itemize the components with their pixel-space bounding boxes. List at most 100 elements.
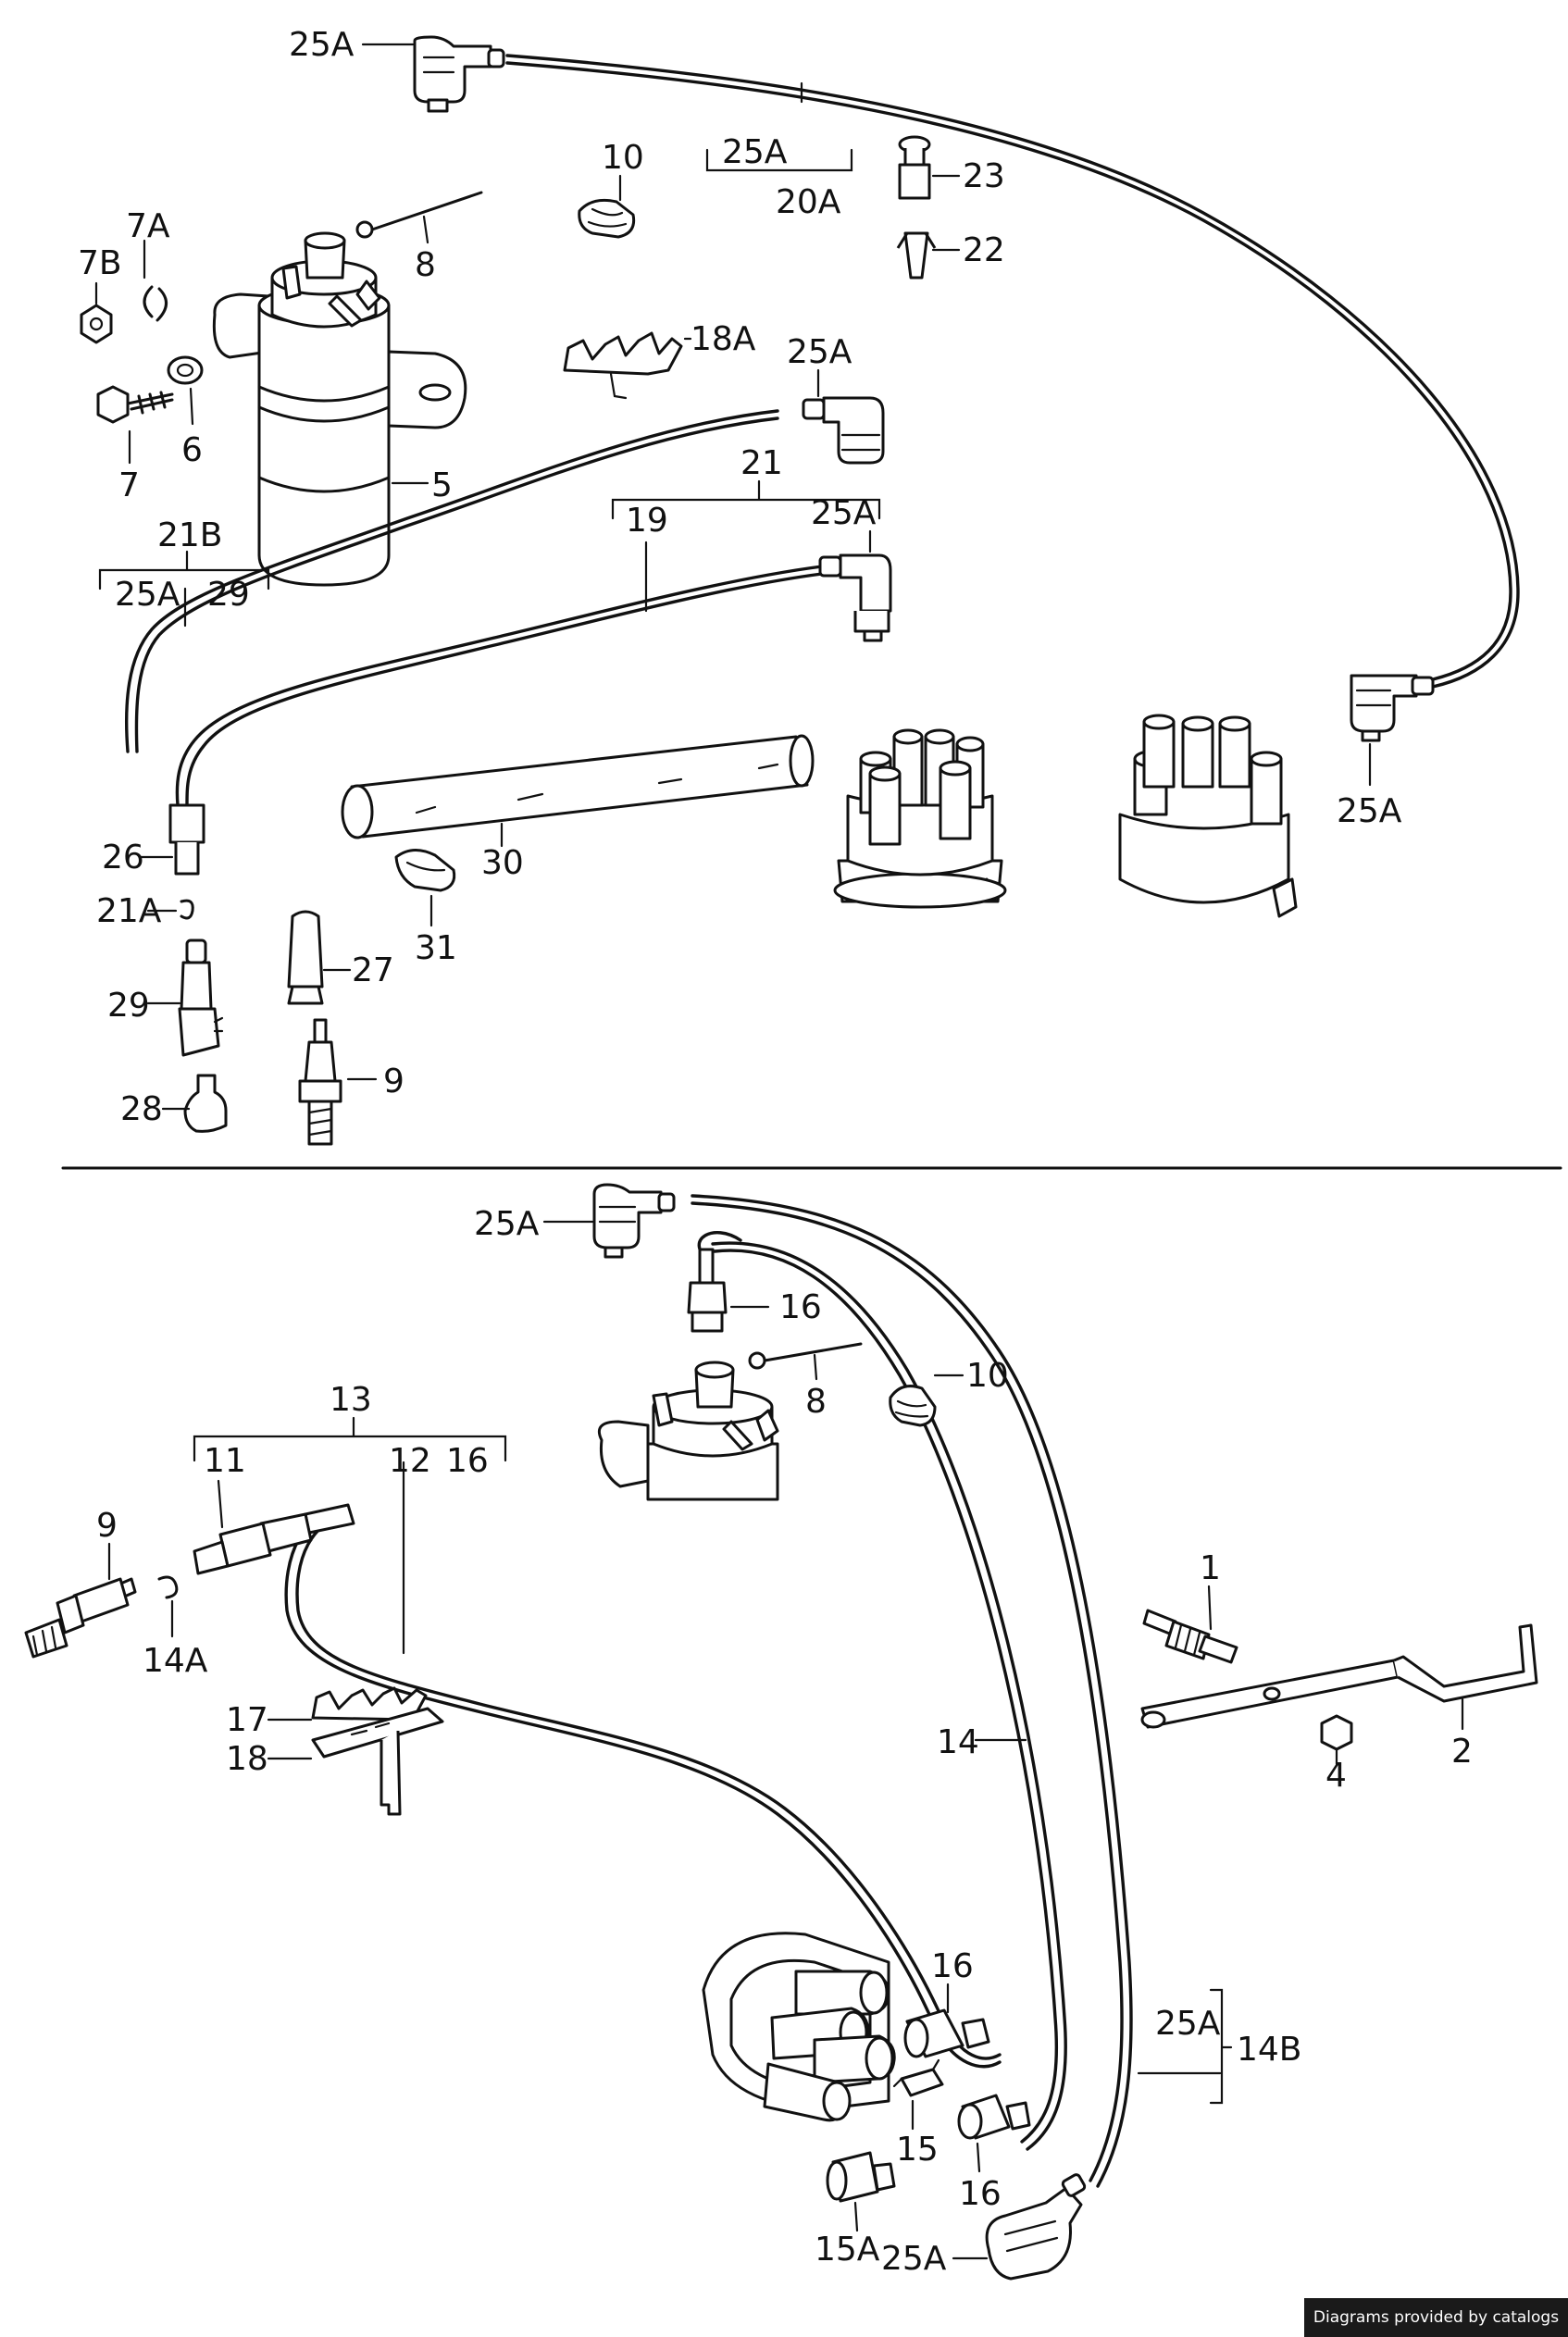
distributor-cap-lower	[702, 1932, 896, 2122]
label-21a: 21A	[96, 892, 162, 930]
label-18: 18	[226, 1740, 268, 1778]
part-6-washer	[167, 355, 204, 385]
label-25a-14b: 25A	[1155, 2005, 1221, 2043]
label-20a: 20A	[776, 183, 841, 221]
label-18a: 18A	[691, 320, 756, 358]
label-16-low: 16	[959, 2175, 1002, 2213]
bracket-13	[193, 1416, 507, 1462]
part-28-cap	[183, 1074, 228, 1133]
label-8: 8	[415, 246, 436, 284]
part-15a-sleeve	[826, 2151, 896, 2203]
part-2-strap	[1140, 1623, 1538, 1729]
ht-lead-21b-left	[125, 409, 779, 753]
label-7: 7	[118, 466, 140, 504]
part-5-ignition-coil	[212, 231, 467, 587]
part-4-nut	[1320, 1714, 1353, 1751]
part-27-boot	[287, 910, 324, 1005]
label-14b: 14B	[1237, 2031, 1302, 2069]
credit-banner: Diagrams provided by catalogs parts	[1304, 2298, 1568, 2337]
part-30-wire-tube	[341, 734, 815, 839]
part-10-clip-lower	[889, 1385, 937, 1427]
label-2: 2	[1451, 1733, 1473, 1771]
label-15a: 15A	[815, 2231, 880, 2269]
label-25a-21b: 25A	[115, 576, 180, 614]
label-25a-20a: 25A	[722, 133, 788, 171]
label-22: 22	[963, 231, 1005, 269]
part-1-plug	[1142, 1609, 1238, 1664]
bracket-14b	[1137, 1988, 1233, 2105]
label-4: 4	[1325, 1757, 1347, 1795]
ht-lead-14	[711, 1241, 1067, 2151]
plug-connector-25a-top	[413, 35, 505, 113]
part-22-terminal	[896, 231, 937, 280]
label-16-top: 16	[779, 1288, 822, 1326]
part-10-clip	[578, 198, 636, 239]
label-21b: 21B	[157, 516, 223, 554]
label-7b: 7B	[78, 244, 122, 282]
label-25a-right: 25A	[1337, 792, 1402, 830]
label-29: 29	[107, 987, 150, 1025]
label-25a-c: 25A	[811, 494, 877, 532]
plug-connector-25a-c	[818, 553, 892, 642]
bracket-20a	[705, 81, 853, 172]
bottom-labels: 25A 16 8 10 13 11 12 16 9 14A 17 18 1 2 …	[96, 1205, 1473, 2278]
part-7a-lock-washer	[143, 285, 168, 322]
distributor-cap-six	[833, 728, 1007, 909]
label-8-lower: 8	[805, 1383, 827, 1421]
label-28: 28	[120, 1090, 163, 1128]
label-25a-top: 25A	[289, 26, 355, 64]
part-11-spark-plug-connector	[193, 1503, 355, 1575]
part-14a-clip	[157, 1575, 179, 1599]
label-10: 10	[602, 139, 644, 177]
part-23-sleeve	[898, 135, 931, 200]
label-16-mid: 16	[931, 1947, 974, 1985]
label-10-lower: 10	[966, 1357, 1009, 1395]
distributor-cap-five	[1118, 714, 1298, 918]
plug-connector-25a-lower-top	[592, 1183, 676, 1259]
label-23: 23	[963, 157, 1005, 195]
part-8-ground-strap	[355, 191, 483, 239]
part-7b-nut	[80, 304, 113, 344]
label-29-21b: 29	[207, 576, 250, 614]
part-18a-wire-holder	[563, 331, 683, 400]
ht-lead-19	[175, 565, 824, 807]
ht-lead-14b	[691, 1194, 1133, 2188]
part-9-spark-plug	[298, 1018, 342, 1146]
part-17-wire-holder	[311, 1686, 428, 1722]
part-31-clamp	[394, 849, 456, 892]
bracket-21b	[98, 550, 270, 628]
part-26-connector	[168, 803, 205, 876]
label-12: 12	[389, 1442, 431, 1480]
part-16-connector-mid	[903, 2008, 990, 2058]
bracket-21	[611, 479, 881, 520]
label-25a-lower-top: 25A	[474, 1205, 540, 1243]
plug-connector-25a-right	[1350, 674, 1435, 742]
label-14: 14	[937, 1723, 979, 1761]
label-19: 19	[626, 502, 668, 540]
ignition-coil-lower	[597, 1361, 779, 1501]
plug-connector-25a-b	[802, 396, 885, 465]
part-16-connector-top	[687, 1248, 728, 1333]
label-25a-lower-bottom: 25A	[881, 2240, 947, 2278]
label-9: 9	[383, 1063, 404, 1100]
ht-lead-top-long	[505, 54, 1520, 689]
label-31: 31	[415, 929, 457, 967]
label-21: 21	[740, 444, 783, 482]
ht-lead-12	[284, 1507, 1002, 2069]
label-6: 6	[181, 431, 203, 469]
label-16-bracket: 16	[446, 1442, 489, 1480]
label-26: 26	[102, 839, 144, 876]
part-29-spark-plug-connector	[178, 939, 224, 1057]
plug-connector-25a-lower-bottom	[985, 2173, 1087, 2281]
part-7-screw	[96, 385, 174, 424]
label-9-lower: 9	[96, 1507, 118, 1545]
part-9-spark-plug-lower	[24, 1577, 137, 1659]
label-15: 15	[896, 2131, 939, 2169]
label-11: 11	[204, 1442, 246, 1480]
label-13: 13	[330, 1381, 372, 1419]
part-18-bracket	[311, 1707, 444, 1816]
top-labels: 25A 25A 20A 23 22 10 8 7A 7B 6 7 5 18A 2…	[78, 26, 1402, 1128]
label-27: 27	[352, 951, 394, 989]
